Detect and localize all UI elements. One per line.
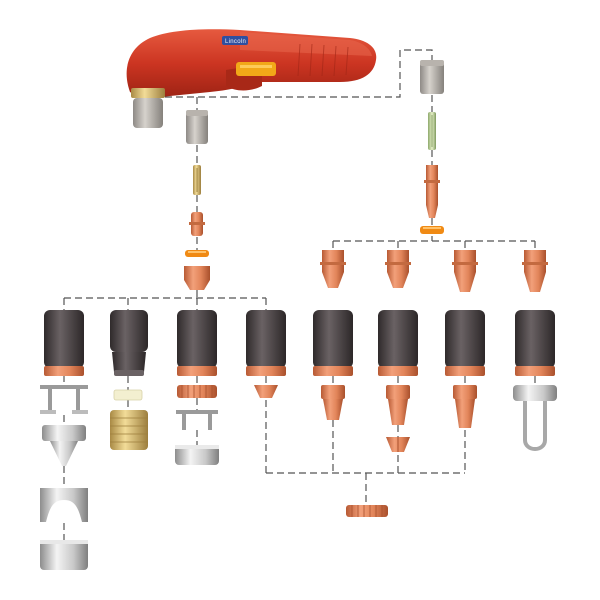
drag-guide-icon: [513, 385, 557, 451]
spacer-icon: [176, 410, 218, 430]
nozzle-icon: [321, 385, 345, 420]
spacer-icon: [40, 385, 88, 414]
retaining-cap-icon: [313, 310, 353, 376]
nozzle-icon: [320, 250, 346, 288]
nozzle-icon: [453, 385, 477, 428]
electrode-icon: [193, 165, 201, 195]
plasma-torch-icon: Lincoln: [126, 29, 377, 128]
nozzle-icon: [522, 250, 548, 292]
connector-lines: [63, 49, 536, 540]
ceramic-insert-icon: [113, 389, 143, 401]
deflector-icon: [386, 437, 410, 452]
retaining-cap-icon: [177, 310, 217, 376]
swirl-ring-icon: [420, 60, 444, 94]
nozzle-icon: [386, 385, 410, 425]
electrode-icon: [424, 165, 440, 218]
trigger: [236, 62, 276, 76]
electrode-icon: [428, 112, 436, 150]
shield-icon: [40, 488, 88, 522]
brand-label: Lincoln: [225, 39, 246, 45]
swirl-ring-icon: [186, 110, 208, 144]
nozzle-icon: [452, 250, 478, 292]
nozzle-icon: [184, 266, 210, 290]
threaded-ring-icon: [346, 505, 388, 517]
brand-logo: [222, 36, 248, 45]
o-ring-icon: [420, 226, 444, 234]
o-ring-icon: [185, 250, 209, 257]
retaining-cap-icon: [515, 310, 555, 376]
shield-icon: [40, 540, 88, 570]
nozzle-icon: [254, 385, 278, 398]
nozzle-icon: [385, 250, 411, 288]
retaining-cap-icon: [44, 310, 84, 376]
shield-icon: [42, 425, 86, 466]
retaining-cap-icon: [445, 310, 485, 376]
brass-cap-icon: [110, 410, 148, 450]
retaining-cap-icon: [246, 310, 286, 376]
threaded-ring-icon: [177, 385, 217, 398]
retaining-cap-icon: [378, 310, 418, 376]
electrode-icon: [189, 212, 205, 236]
shield-icon: [175, 445, 219, 465]
retaining-cap-icon: [110, 310, 148, 376]
